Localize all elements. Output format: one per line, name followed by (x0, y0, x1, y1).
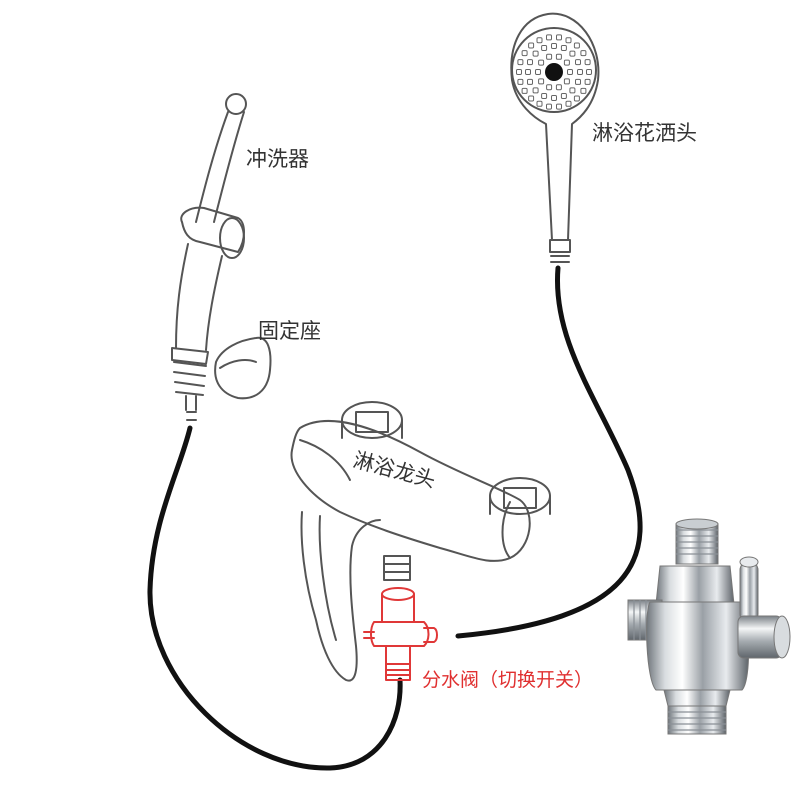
nozzle (532, 50, 539, 57)
nozzle (516, 69, 522, 75)
hoses (147, 265, 643, 771)
nozzle (538, 78, 545, 85)
nozzle (517, 78, 524, 85)
label-shower-head: 淋浴花洒头 (592, 121, 697, 145)
label-diverter: 分水阀（切换开关） (422, 669, 593, 691)
nozzle (521, 87, 528, 94)
nozzle (584, 59, 591, 66)
nozzle (551, 43, 557, 49)
sprayer-hose (147, 425, 403, 771)
nozzle (517, 59, 524, 66)
nozzle (560, 45, 567, 51)
nozzle (565, 100, 572, 107)
nozzle (546, 53, 553, 60)
nozzle (527, 59, 533, 66)
nozzle (527, 78, 533, 85)
bidet-sprayer (171, 93, 247, 421)
nozzle (573, 95, 580, 102)
nozzle (535, 69, 541, 75)
nozzle (560, 93, 567, 99)
nozzle (541, 93, 548, 99)
nozzle (575, 59, 581, 66)
nozzle (528, 95, 535, 102)
nozzle (528, 42, 535, 49)
nozzle (573, 42, 580, 49)
shower-nozzles (516, 34, 592, 110)
nozzle (575, 78, 581, 85)
nozzle (555, 84, 562, 91)
holder (214, 336, 272, 400)
nozzle (546, 103, 552, 110)
nozzle (538, 59, 545, 66)
nozzle (521, 50, 528, 57)
nozzle (580, 50, 587, 57)
nozzle (556, 103, 562, 110)
nozzle (567, 69, 573, 75)
nozzle (532, 87, 539, 94)
nozzle (577, 69, 583, 75)
nozzle (569, 87, 576, 94)
shower-hose (455, 265, 643, 639)
nozzle (555, 53, 562, 60)
nozzle (541, 45, 548, 51)
label-holder: 固定座 (258, 319, 321, 343)
nozzle (556, 34, 562, 41)
nozzle (525, 69, 531, 75)
nozzle (563, 78, 570, 85)
shower-faucet (290, 401, 551, 682)
nozzle (586, 69, 592, 75)
nozzle (584, 78, 591, 85)
nozzle (536, 37, 543, 44)
nozzle (569, 50, 576, 57)
nozzle (536, 100, 543, 107)
shower-head (510, 12, 600, 263)
nozzle (565, 37, 572, 44)
nozzle (551, 95, 557, 101)
diverter-valve-sketch (363, 587, 438, 681)
diverter-valve-photo (627, 518, 791, 735)
label-bidet-sprayer: 冲洗器 (246, 147, 309, 171)
nozzle (580, 87, 587, 94)
nozzle (546, 34, 552, 41)
nozzle (563, 59, 570, 66)
nozzle (546, 84, 553, 91)
